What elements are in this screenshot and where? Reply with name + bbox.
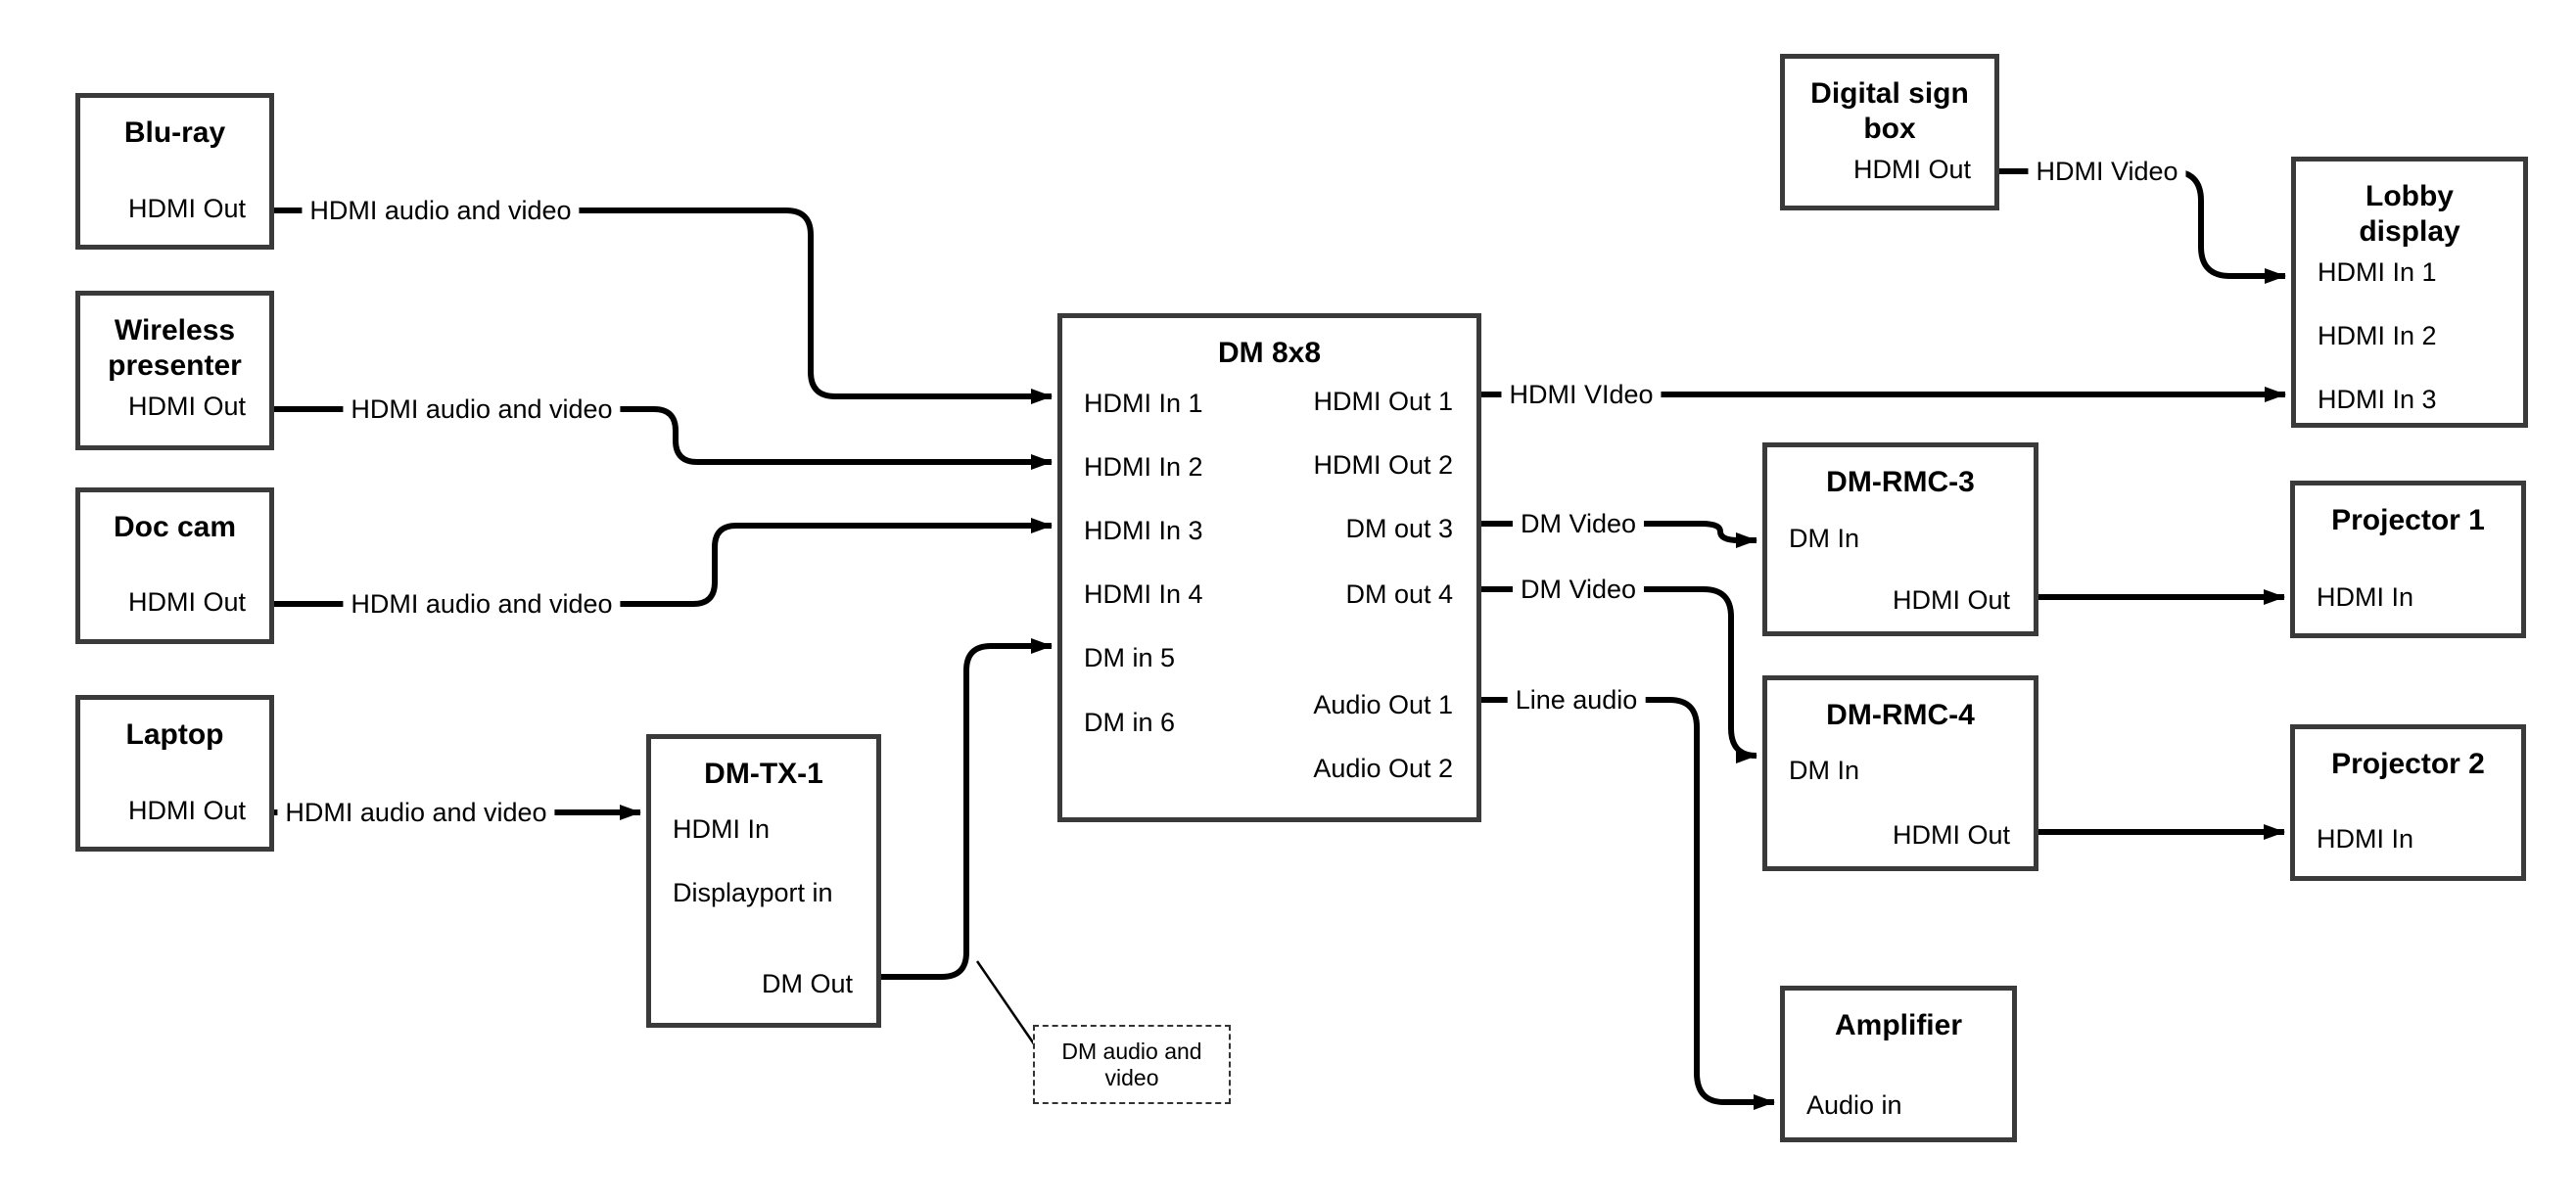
node-title: Digital sign box — [1810, 77, 1969, 145]
node-projector-2: Projector 2 HDMI In — [2290, 724, 2526, 881]
node-dm-8x8: DM 8x8 HDMI In 1 HDMI In 2 HDMI In 3 HDM… — [1057, 313, 1481, 822]
node-title: Laptop — [125, 718, 224, 751]
port-hdmi-in: HDMI In — [2317, 582, 2414, 612]
port-dm-in-6: DM in 6 — [1084, 708, 1176, 737]
port-hdmi-in-3: HDMI In 3 — [1084, 516, 1203, 545]
node-title: Lobby display — [2359, 180, 2460, 248]
edge-dmtx1-to-dm8x8 — [881, 638, 1053, 980]
edge-audioout1-to-amplifier — [1481, 697, 1775, 1110]
node-wireless-presenter: Wireless presenter HDMI Out — [75, 291, 274, 450]
port-hdmi-in: HDMI In — [2317, 824, 2414, 854]
port-hdmi-out-1: HDMI Out 1 — [1313, 387, 1453, 416]
node-title: Projector 1 — [2331, 504, 2485, 536]
node-title: Doc cam — [113, 511, 237, 543]
port-dm-in: DM In — [1789, 756, 1860, 785]
port-hdmi-in-1: HDMI In 1 — [1084, 389, 1203, 418]
node-title: DM-RMC-3 — [1826, 466, 1975, 498]
port-displayport-in: Displayport in — [673, 878, 833, 907]
node-title: Wireless presenter — [108, 314, 242, 382]
note-text: DM audio and video — [1061, 1038, 1202, 1090]
port-hdmi-out: HDMI Out — [1852, 155, 1971, 184]
port-hdmi-out: HDMI Out — [127, 392, 246, 421]
edge-doccam-to-dm8x8 — [274, 518, 1053, 607]
node-lobby-display: Lobby display HDMI In 1 HDMI In 2 HDMI I… — [2291, 157, 2528, 428]
port-hdmi-out: HDMI Out — [127, 587, 246, 617]
edge-bluray-to-dm8x8 — [274, 208, 1053, 404]
port-hdmi-out-2: HDMI Out 2 — [1313, 450, 1453, 480]
port-audio-in: Audio in — [1806, 1090, 1902, 1120]
port-hdmi-out: HDMI Out — [127, 796, 246, 825]
port-hdmi-in-3: HDMI In 3 — [2318, 385, 2437, 414]
node-title: DM-RMC-4 — [1826, 699, 1975, 731]
edge-label-hdmi-video-1: HDMI VIdeo — [1501, 379, 1662, 410]
edge-label-laptop: HDMI audio and video — [277, 797, 555, 828]
edge-label-wireless: HDMI audio and video — [343, 393, 621, 425]
edge-label-dm-video-4: DM Video — [1512, 574, 1645, 605]
port-dm-out-4: DM out 4 — [1345, 579, 1453, 609]
port-hdmi-out: HDMI Out — [127, 194, 246, 223]
port-hdmi-in: HDMI In — [673, 814, 771, 844]
node-title: DM-TX-1 — [704, 758, 823, 790]
edge-wireless-to-dm8x8 — [274, 406, 1053, 470]
node-dm-tx-1: DM-TX-1 HDMI In Displayport in DM Out — [646, 734, 881, 1028]
port-dm-in-5: DM in 5 — [1084, 643, 1176, 672]
port-dm-out-3: DM out 3 — [1345, 514, 1453, 543]
port-hdmi-in-1: HDMI In 1 — [2318, 257, 2437, 287]
node-laptop: Laptop HDMI Out — [75, 695, 274, 852]
node-doc-cam: Doc cam HDMI Out — [75, 487, 274, 644]
edge-label-hdmi-video-2: HDMI Video — [2028, 156, 2186, 187]
port-hdmi-out: HDMI Out — [1892, 585, 2010, 615]
node-title: Amplifier — [1834, 1009, 1963, 1041]
port-hdmi-in-4: HDMI In 4 — [1084, 579, 1203, 609]
edge-digitalsign-to-lobby — [1999, 168, 2286, 284]
edge-label-line-audio: Line audio — [1507, 684, 1646, 716]
edge-dmout3-to-rmc3 — [1481, 521, 1757, 548]
node-title: Projector 2 — [2331, 748, 2485, 780]
node-title: DM 8x8 — [1217, 337, 1322, 369]
port-audio-out-1: Audio Out 1 — [1313, 690, 1453, 719]
node-dm-rmc-4: DM-RMC-4 DM In HDMI Out — [1762, 675, 2038, 871]
port-hdmi-in-2: HDMI In 2 — [1084, 452, 1203, 482]
port-dm-out: DM Out — [761, 969, 853, 998]
node-bluray: Blu-ray HDMI Out — [75, 93, 274, 250]
edge-label-bluray: HDMI audio and video — [302, 195, 580, 226]
node-projector-1: Projector 1 HDMI In — [2290, 481, 2526, 638]
edge-label-dm-video-3: DM Video — [1512, 508, 1645, 539]
node-amplifier: Amplifier Audio in — [1780, 986, 2017, 1142]
edge-label-doccam: HDMI audio and video — [343, 588, 621, 620]
port-dm-in: DM In — [1789, 524, 1860, 553]
port-hdmi-in-2: HDMI In 2 — [2318, 321, 2437, 350]
port-audio-out-2: Audio Out 2 — [1313, 754, 1453, 783]
node-digital-sign-box: Digital sign box HDMI Out — [1780, 54, 1999, 210]
port-hdmi-out: HDMI Out — [1892, 820, 2010, 850]
edge-dmout4-to-rmc4 — [1481, 586, 1757, 763]
node-title: Blu-ray — [123, 116, 226, 149]
note-leader-line — [975, 960, 1037, 1046]
note-dm-audio-video: DM audio and video — [1033, 1025, 1231, 1104]
node-dm-rmc-3: DM-RMC-3 DM In HDMI Out — [1762, 442, 2038, 636]
